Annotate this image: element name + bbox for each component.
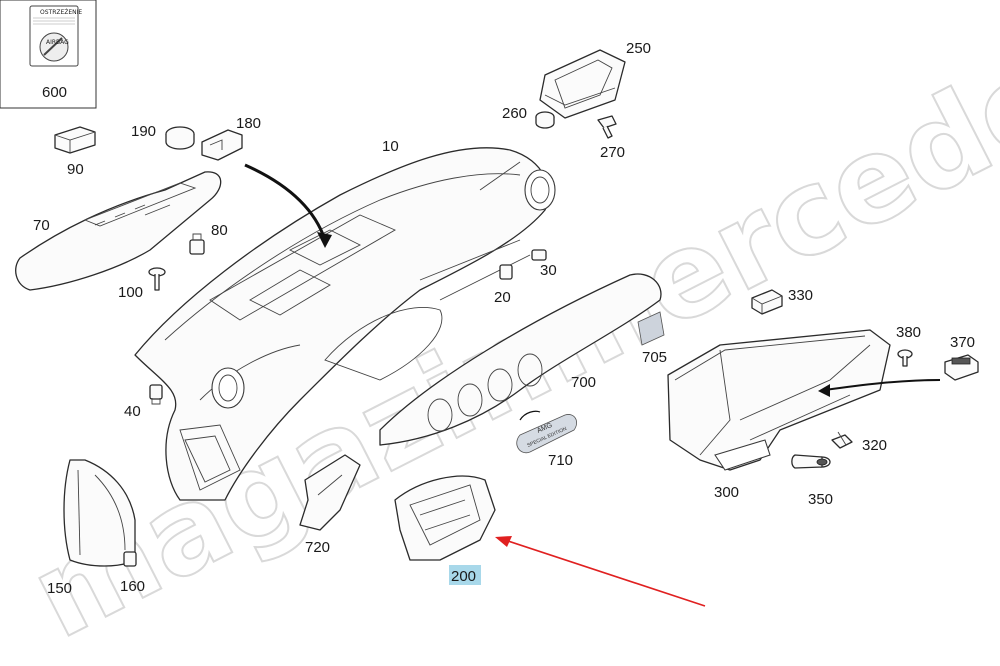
part-150-side-panel[interactable] bbox=[63, 459, 136, 567]
assembly-arrow-icon bbox=[244, 163, 327, 241]
part-270-bolt[interactable] bbox=[597, 115, 617, 139]
highlight-200 bbox=[449, 565, 481, 585]
callout-260[interactable]: 260 bbox=[502, 105, 527, 122]
callout-720[interactable]: 720 bbox=[305, 539, 330, 556]
callout-20[interactable]: 20 bbox=[494, 289, 511, 306]
callout-700[interactable]: 700 bbox=[571, 374, 596, 391]
callout-320[interactable]: 320 bbox=[862, 437, 887, 454]
airbag-badge: AIRBAG bbox=[46, 39, 69, 46]
part-200-column-cover[interactable] bbox=[394, 475, 496, 561]
part-260-ring[interactable] bbox=[535, 111, 555, 129]
callout-160[interactable]: 160 bbox=[120, 578, 145, 595]
part-90[interactable] bbox=[54, 126, 96, 154]
callout-600[interactable]: 600 bbox=[42, 84, 67, 101]
callout-190[interactable]: 190 bbox=[131, 123, 156, 140]
warning-label-600[interactable]: OSTRZEŻENIE AIRBAG bbox=[0, 0, 97, 109]
callout-370[interactable]: 370 bbox=[950, 334, 975, 351]
part-20-clip[interactable] bbox=[499, 264, 513, 280]
callout-80[interactable]: 80 bbox=[211, 222, 228, 239]
callout-380[interactable]: 380 bbox=[896, 324, 921, 341]
part-80-clip[interactable] bbox=[189, 233, 205, 255]
part-100-screw[interactable] bbox=[148, 267, 166, 291]
part-190[interactable] bbox=[165, 126, 195, 150]
part-300-glovebox[interactable] bbox=[667, 329, 891, 471]
part-10-dashboard[interactable] bbox=[134, 147, 556, 501]
part-330[interactable] bbox=[751, 289, 783, 315]
pointer-arrowhead-icon bbox=[495, 536, 512, 547]
callout-10[interactable]: 10 bbox=[382, 138, 399, 155]
glovebox-arrow-icon bbox=[824, 379, 941, 391]
callout-705[interactable]: 705 bbox=[642, 349, 667, 366]
part-180[interactable] bbox=[201, 129, 243, 161]
callout-710[interactable]: 710 bbox=[548, 452, 573, 469]
part-70-top-cover[interactable] bbox=[15, 171, 222, 291]
part-700-trim[interactable] bbox=[379, 273, 662, 446]
callout-180[interactable]: 180 bbox=[236, 115, 261, 132]
part-160-clip[interactable] bbox=[123, 551, 137, 567]
callout-270[interactable]: 270 bbox=[600, 144, 625, 161]
part-250-airbag[interactable] bbox=[539, 49, 626, 119]
callout-350[interactable]: 350 bbox=[808, 491, 833, 508]
callout-150[interactable]: 150 bbox=[47, 580, 72, 597]
callout-90[interactable]: 90 bbox=[67, 161, 84, 178]
callout-30[interactable]: 30 bbox=[540, 262, 557, 279]
part-380-screw[interactable] bbox=[897, 349, 913, 367]
warning-title: OSTRZEŻENIE bbox=[40, 9, 82, 16]
part-350-cylinder[interactable] bbox=[791, 454, 831, 469]
part-720-bracket[interactable] bbox=[299, 454, 361, 531]
part-30-clip[interactable] bbox=[531, 249, 547, 261]
emblem-arrow-icon bbox=[519, 410, 541, 421]
callout-100[interactable]: 100 bbox=[118, 284, 143, 301]
callout-330[interactable]: 330 bbox=[788, 287, 813, 304]
part-370-lock[interactable] bbox=[944, 354, 979, 381]
callout-300[interactable]: 300 bbox=[714, 484, 739, 501]
airbag-warning-icon bbox=[39, 32, 69, 62]
callout-250[interactable]: 250 bbox=[626, 40, 651, 57]
callout-200[interactable]: 200 bbox=[451, 568, 476, 585]
callout-70[interactable]: 70 bbox=[33, 217, 50, 234]
part-40-clip[interactable] bbox=[149, 384, 163, 405]
callout-40[interactable]: 40 bbox=[124, 403, 141, 420]
part-705-badge[interactable] bbox=[637, 311, 665, 346]
part-320-clip[interactable] bbox=[831, 431, 853, 449]
pointer-arrow-icon bbox=[504, 539, 706, 607]
